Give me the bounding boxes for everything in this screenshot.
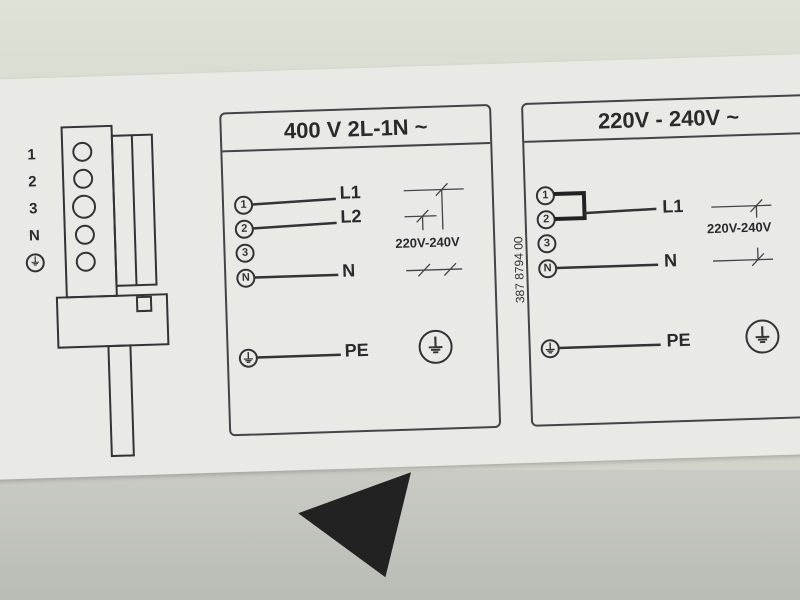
panel-230v: 220V - 240V ~ 1 2 3 N ⏚ L1 N PE 220V-240… bbox=[520, 93, 800, 427]
wiring-label: 1 2 3 N ⏚ 400 V 2L-1N ~ 1 2 3 N ⏚ L1 bbox=[0, 52, 800, 480]
terminal-block-drawing bbox=[55, 124, 170, 458]
panel-400v: 400 V 2L-1N ~ 1 2 3 N ⏚ L1 L2 N PE 220V-… bbox=[219, 103, 502, 437]
panel-230v-lines bbox=[553, 191, 774, 350]
terminal-block: 1 2 3 N ⏚ bbox=[0, 53, 800, 458]
appliance-surface bbox=[0, 470, 800, 600]
panel-400v-lines bbox=[251, 182, 464, 359]
